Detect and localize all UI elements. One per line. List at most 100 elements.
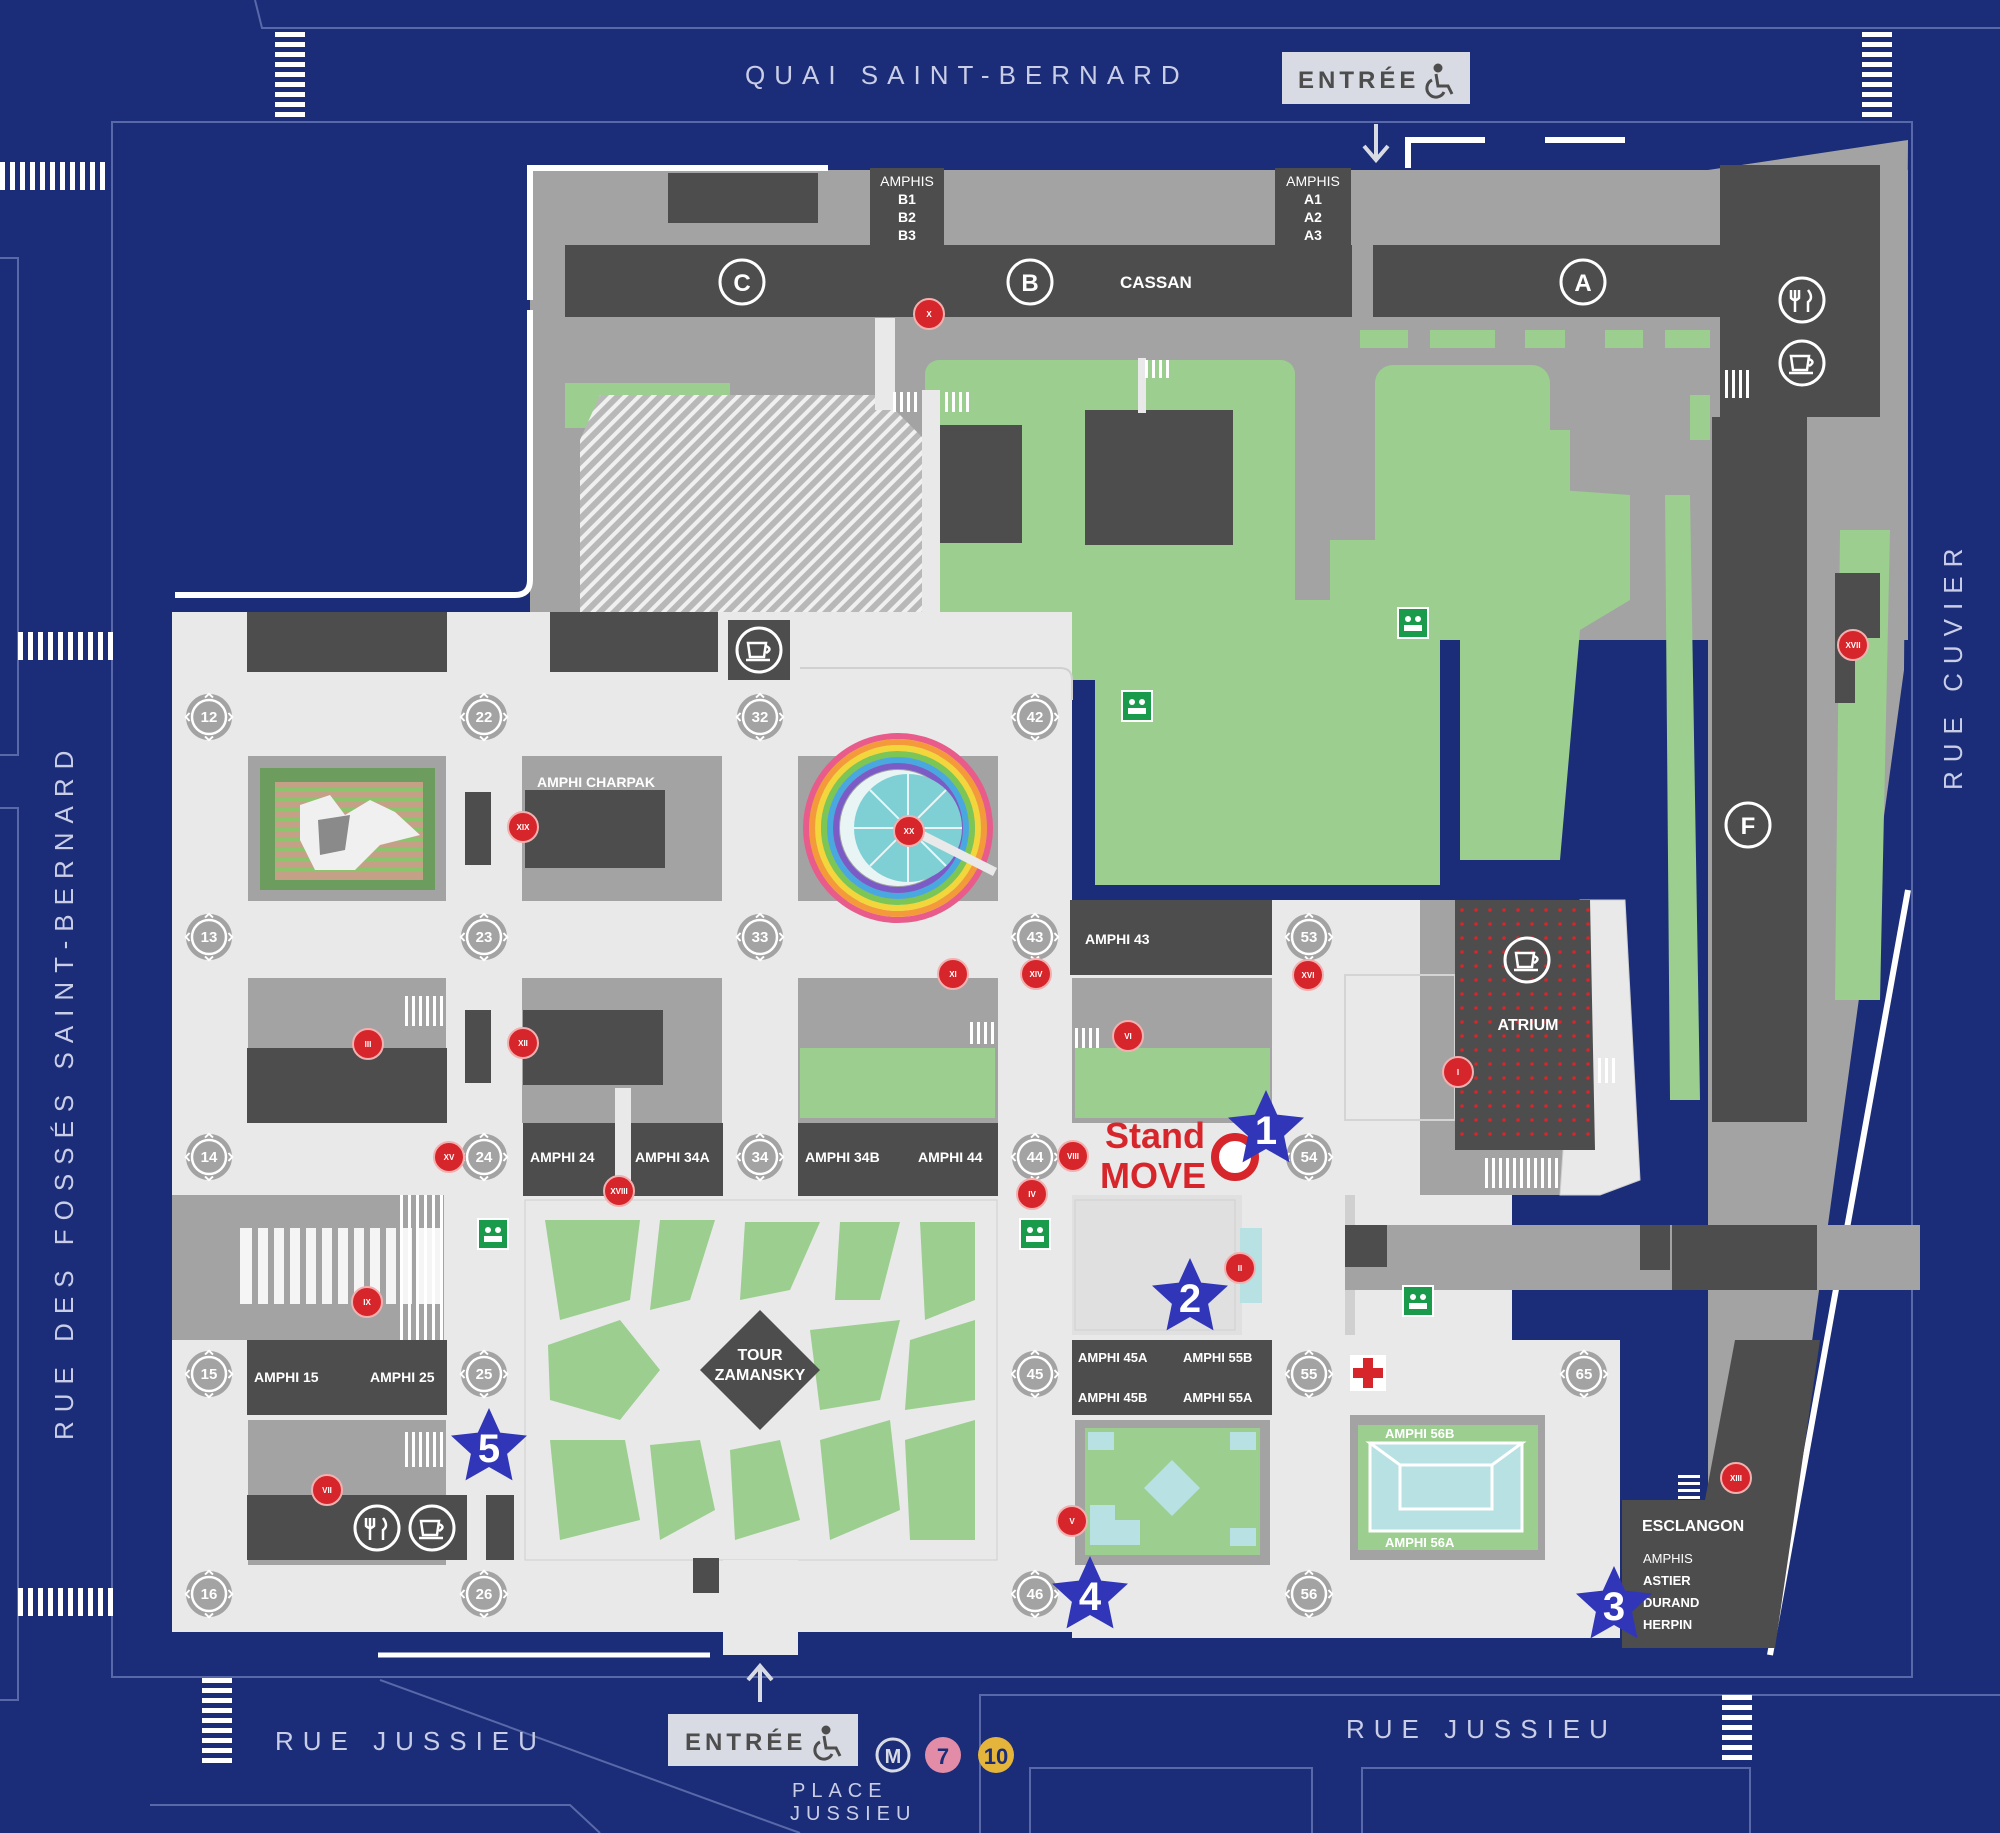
tower-26[interactable]: 26	[459, 1569, 509, 1619]
amphi-15-label[interactable]: AMPHI 15	[254, 1369, 319, 1385]
building	[1345, 1225, 1387, 1267]
esclangon-label[interactable]: ESCLANGON	[1642, 1518, 1744, 1535]
building-a-marker[interactable]: A	[1559, 258, 1607, 306]
amphi-56b-label[interactable]: AMPHI 56B	[1385, 1426, 1454, 1441]
marker-viii[interactable]: VIII	[1057, 1140, 1089, 1172]
marker-x[interactable]: X	[913, 298, 945, 330]
marker-vii[interactable]: VII	[311, 1474, 343, 1506]
tower-42[interactable]: 42	[1010, 692, 1060, 742]
amphi-durand-label[interactable]: DURAND	[1643, 1595, 1699, 1610]
tower-46[interactable]: 46	[1010, 1569, 1060, 1619]
tower-34[interactable]: 34	[735, 1132, 785, 1182]
pool	[1230, 1528, 1256, 1546]
marker-vi[interactable]: VI	[1112, 1020, 1144, 1052]
marker-xiv[interactable]: XIV	[1020, 958, 1052, 990]
marker-xii[interactable]: XII	[507, 1027, 539, 1059]
star-4[interactable]: 4	[1052, 1556, 1128, 1629]
tower-label: 54	[1301, 1149, 1318, 1166]
block-outline	[0, 257, 19, 756]
building-b-marker[interactable]: B	[1006, 258, 1054, 306]
cafe-icon[interactable]	[408, 1504, 456, 1552]
tower-44[interactable]: 44	[1010, 1132, 1060, 1182]
tower-45[interactable]: 45	[1010, 1349, 1060, 1399]
block-outline	[111, 121, 1913, 1678]
entrance-south[interactable]: ENTRÉE	[668, 1662, 858, 1766]
zamansky-garden	[545, 1220, 975, 1540]
tower-14[interactable]: 14	[184, 1132, 234, 1182]
marker-ii[interactable]: II	[1224, 1252, 1256, 1284]
marker-i[interactable]: I	[1442, 1056, 1474, 1088]
tower-54[interactable]: 54	[1284, 1132, 1334, 1182]
marker-xi[interactable]: XI	[937, 958, 969, 990]
building-a-label: A	[1574, 270, 1591, 297]
amphi-24-label[interactable]: AMPHI 24	[530, 1149, 595, 1165]
amphi-45b-label[interactable]: AMPHI 45B	[1078, 1390, 1147, 1405]
cafe-icon[interactable]	[1503, 936, 1551, 984]
amphi-34a-label[interactable]: AMPHI 34A	[635, 1149, 710, 1165]
star-1[interactable]: 1	[1228, 1090, 1304, 1163]
star-3[interactable]: 3	[1576, 1566, 1652, 1639]
tower-24[interactable]: 24	[459, 1132, 509, 1182]
marker-iv[interactable]: IV	[1016, 1178, 1048, 1210]
marker-label: IX	[363, 1298, 371, 1307]
amphi-25-label[interactable]: AMPHI 25	[370, 1369, 435, 1385]
marker-xvii[interactable]: XVII	[1837, 629, 1869, 661]
tower-65[interactable]: 65	[1559, 1349, 1609, 1399]
restaurant-icon[interactable]	[1778, 276, 1826, 324]
amphi-55b-label[interactable]: AMPHI 55B	[1183, 1350, 1252, 1365]
tower-33[interactable]: 33	[735, 912, 785, 962]
star-icon	[451, 1408, 527, 1481]
restaurant-icon[interactable]	[353, 1504, 401, 1552]
marker-v[interactable]: V	[1056, 1505, 1088, 1537]
tower-23[interactable]: 23	[459, 912, 509, 962]
marker-xx[interactable]: XX	[893, 815, 925, 847]
star-2[interactable]: 2	[1152, 1258, 1228, 1331]
amphi-45a-label[interactable]: AMPHI 45A	[1078, 1350, 1148, 1365]
cafe-icon[interactable]	[728, 620, 790, 680]
amphi-charpak-label[interactable]: AMPHI CHARPAK	[537, 774, 655, 790]
building-c-marker[interactable]: C	[718, 258, 766, 306]
crosswalk	[202, 1678, 232, 1763]
amphi-43-label[interactable]: AMPHI 43	[1085, 931, 1150, 947]
tower-12[interactable]: 12	[184, 692, 234, 742]
entrance-north[interactable]: ENTRÉE	[1282, 52, 1470, 164]
tower-32[interactable]: 32	[735, 692, 785, 742]
tower-55[interactable]: 55	[1284, 1349, 1334, 1399]
metro-line-10-label: 10	[984, 1744, 1008, 1769]
marker-xv[interactable]: XV	[433, 1141, 465, 1173]
tower-56[interactable]: 56	[1284, 1569, 1334, 1619]
tower-25[interactable]: 25	[459, 1349, 509, 1399]
crosswalk	[18, 632, 113, 660]
tower-15[interactable]: 15	[184, 1349, 234, 1399]
marker-xiii[interactable]: XIII	[1720, 1462, 1752, 1494]
star-5[interactable]: 5	[451, 1408, 527, 1481]
amphi-astier-label[interactable]: ASTIER	[1643, 1573, 1691, 1588]
tower-label: 24	[476, 1149, 493, 1166]
building-f-marker[interactable]: F	[1724, 801, 1772, 849]
first-aid-icon[interactable]	[1350, 1355, 1386, 1391]
stand-label-line2: MOVE	[1100, 1155, 1206, 1196]
metro-station[interactable]: M 7 10	[875, 1737, 1014, 1773]
marker-xviii[interactable]: XVIII	[603, 1175, 635, 1207]
amphi-44-label[interactable]: AMPHI 44	[918, 1149, 983, 1165]
tower-label: 46	[1027, 1586, 1044, 1603]
tower-53[interactable]: 53	[1284, 912, 1334, 962]
tower-43[interactable]: 43	[1010, 912, 1060, 962]
marker-xix[interactable]: XIX	[507, 811, 539, 843]
tower-22[interactable]: 22	[459, 692, 509, 742]
stand-move[interactable]: Stand MOVE	[1100, 1115, 1259, 1196]
marker-iii[interactable]: III	[352, 1028, 384, 1060]
amphis-esclangon-title: AMPHIS	[1643, 1551, 1693, 1566]
marker-ix[interactable]: IX	[351, 1286, 383, 1318]
tower-13[interactable]: 13	[184, 912, 234, 962]
amphi-herpin-label[interactable]: HERPIN	[1643, 1617, 1692, 1632]
amphi-55a-label[interactable]: AMPHI 55A	[1183, 1390, 1253, 1405]
metro-icon	[875, 1737, 911, 1773]
amphi-56a-label[interactable]: AMPHI 56A	[1385, 1535, 1455, 1550]
amphi-34b-label[interactable]: AMPHI 34B	[805, 1149, 880, 1165]
marker-xvi[interactable]: XVI	[1292, 959, 1324, 991]
cafe-icon[interactable]	[1778, 339, 1826, 387]
atrium-label[interactable]: ATRIUM	[1497, 1017, 1558, 1034]
tower-16[interactable]: 16	[184, 1569, 234, 1619]
